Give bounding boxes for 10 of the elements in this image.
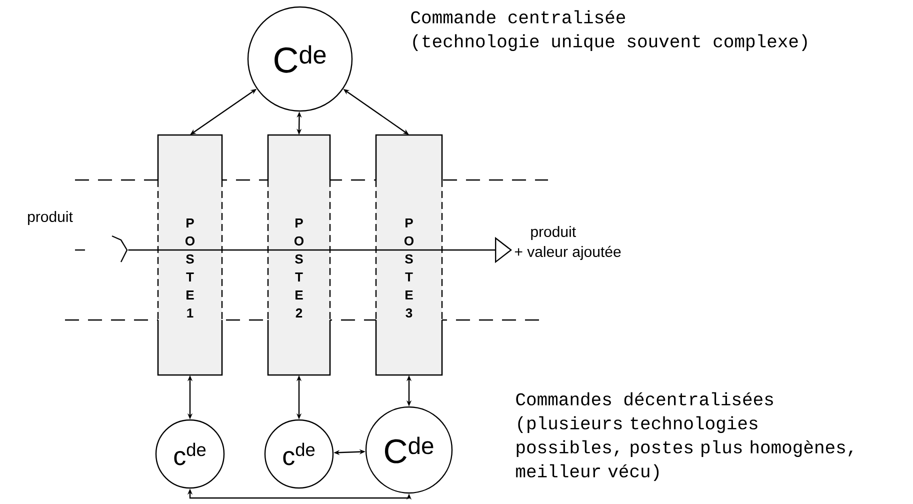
note-text: Commande centralisée [411,10,626,24]
note-text: Commandes décentralisées [516,392,773,406]
output-text: produit + valeur ajoutée [514,226,621,260]
input-label: produit [28,211,73,225]
note-text: (technologie unique souvent complexe) [413,34,807,51]
station-box: POSTE 1 [157,134,223,376]
input-chevron [112,235,128,262]
note-text: (plusieurs technologies possibles, postes plus homogènes, meilleur vécu) [516,416,852,481]
station-box: POSTE 3 [375,134,443,376]
station-box: POSTE 2 [267,134,331,376]
